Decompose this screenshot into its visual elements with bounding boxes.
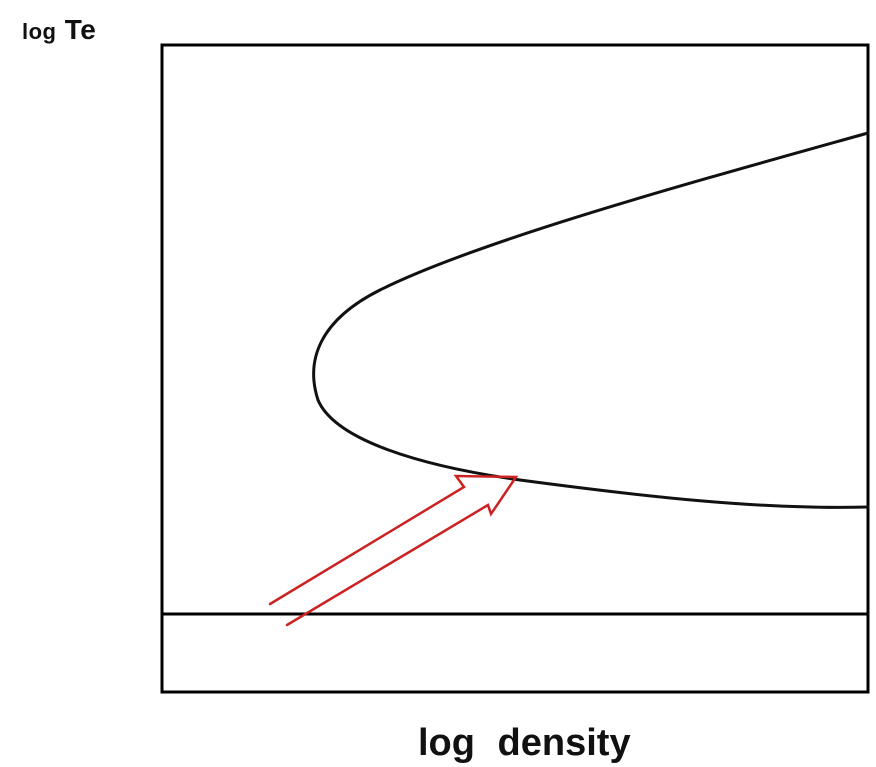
y-axis-label-prefix: log <box>22 19 57 44</box>
plot-frame <box>160 43 870 694</box>
parabola-curve <box>312 131 870 509</box>
x-axis-label: log density <box>418 722 631 764</box>
y-axis-label-variable: Te <box>64 14 97 45</box>
y-axis-label: log Te <box>22 14 96 46</box>
pointer-arrow-outline <box>268 474 519 627</box>
pointer-arrow <box>268 474 519 627</box>
